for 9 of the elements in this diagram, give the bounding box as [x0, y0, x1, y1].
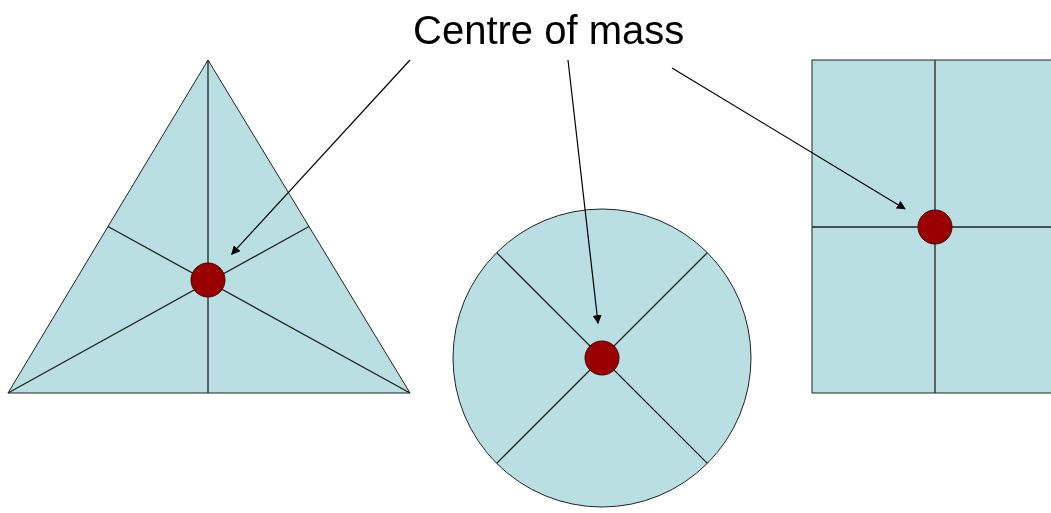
callout-label: Centre of mass — [413, 8, 685, 52]
triangle-shape — [7, 59, 411, 394]
circle-shape — [452, 208, 752, 508]
centre-of-mass-dot — [584, 340, 620, 376]
leader-arrow — [567, 59, 602, 325]
centre-of-mass-dot — [917, 209, 953, 245]
leader-arrow — [231, 59, 411, 255]
centre-of-mass-dot — [190, 262, 226, 298]
leader-arrow — [671, 67, 906, 210]
